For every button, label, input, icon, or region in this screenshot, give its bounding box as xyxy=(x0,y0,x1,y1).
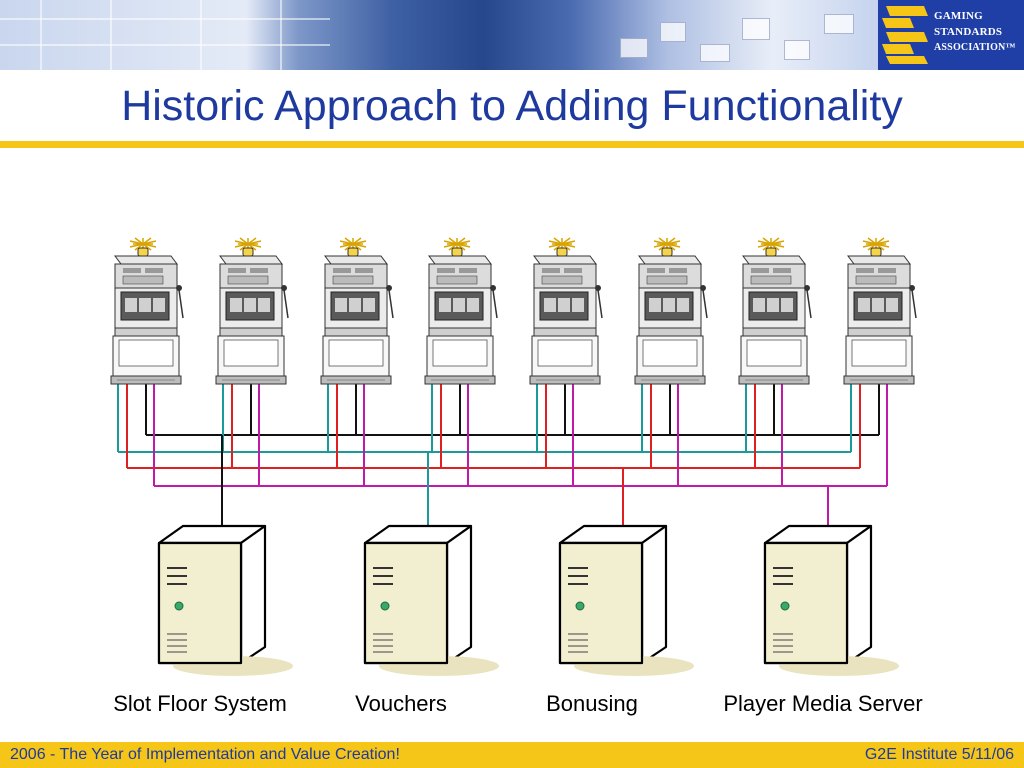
network-wires xyxy=(117,383,888,526)
slot-machine-icon xyxy=(843,237,917,385)
server-label-player-media-server: Player Media Server xyxy=(723,691,923,716)
title-underline xyxy=(0,141,1024,148)
server-label-vouchers: Vouchers xyxy=(355,691,447,716)
server-label-slot-floor-system: Slot Floor System xyxy=(113,691,287,716)
network-diagram xyxy=(110,237,917,678)
logo-text-line2: STANDARDS xyxy=(934,26,1003,38)
slot-machine-icon xyxy=(320,237,394,385)
gaming-standards-logo: GAMING STANDARDS ASSOCIATION™ xyxy=(878,0,1024,70)
slot-machine-icon xyxy=(634,237,708,385)
header-banner xyxy=(0,0,878,70)
server-tower-icon xyxy=(763,524,901,678)
slot-machine-icon xyxy=(110,237,184,385)
g2s-emblem-icon xyxy=(882,6,928,64)
slot-machine-icon xyxy=(738,237,812,385)
server-tower-icon xyxy=(363,524,501,678)
slide-title: Historic Approach to Adding Functionalit… xyxy=(121,82,903,130)
server-row xyxy=(157,524,901,678)
slot-machine-icon xyxy=(424,237,498,385)
slot-machine-icon xyxy=(215,237,289,385)
logo-text-line1: GAMING xyxy=(934,10,983,22)
footer-tagline: 2006 - The Year of Implementation and Va… xyxy=(10,746,400,763)
footer-bar: 2006 - The Year of Implementation and Va… xyxy=(0,742,1024,768)
server-tower-icon xyxy=(157,524,295,678)
server-label-bonusing: Bonusing xyxy=(546,691,638,716)
server-tower-icon xyxy=(558,524,696,678)
logo-text-line3: ASSOCIATION™ xyxy=(934,42,1016,53)
footer-event-date: G2E Institute 5/11/06 xyxy=(864,746,1014,763)
slot-machine-row xyxy=(110,237,917,385)
slot-machine-icon xyxy=(529,237,603,385)
